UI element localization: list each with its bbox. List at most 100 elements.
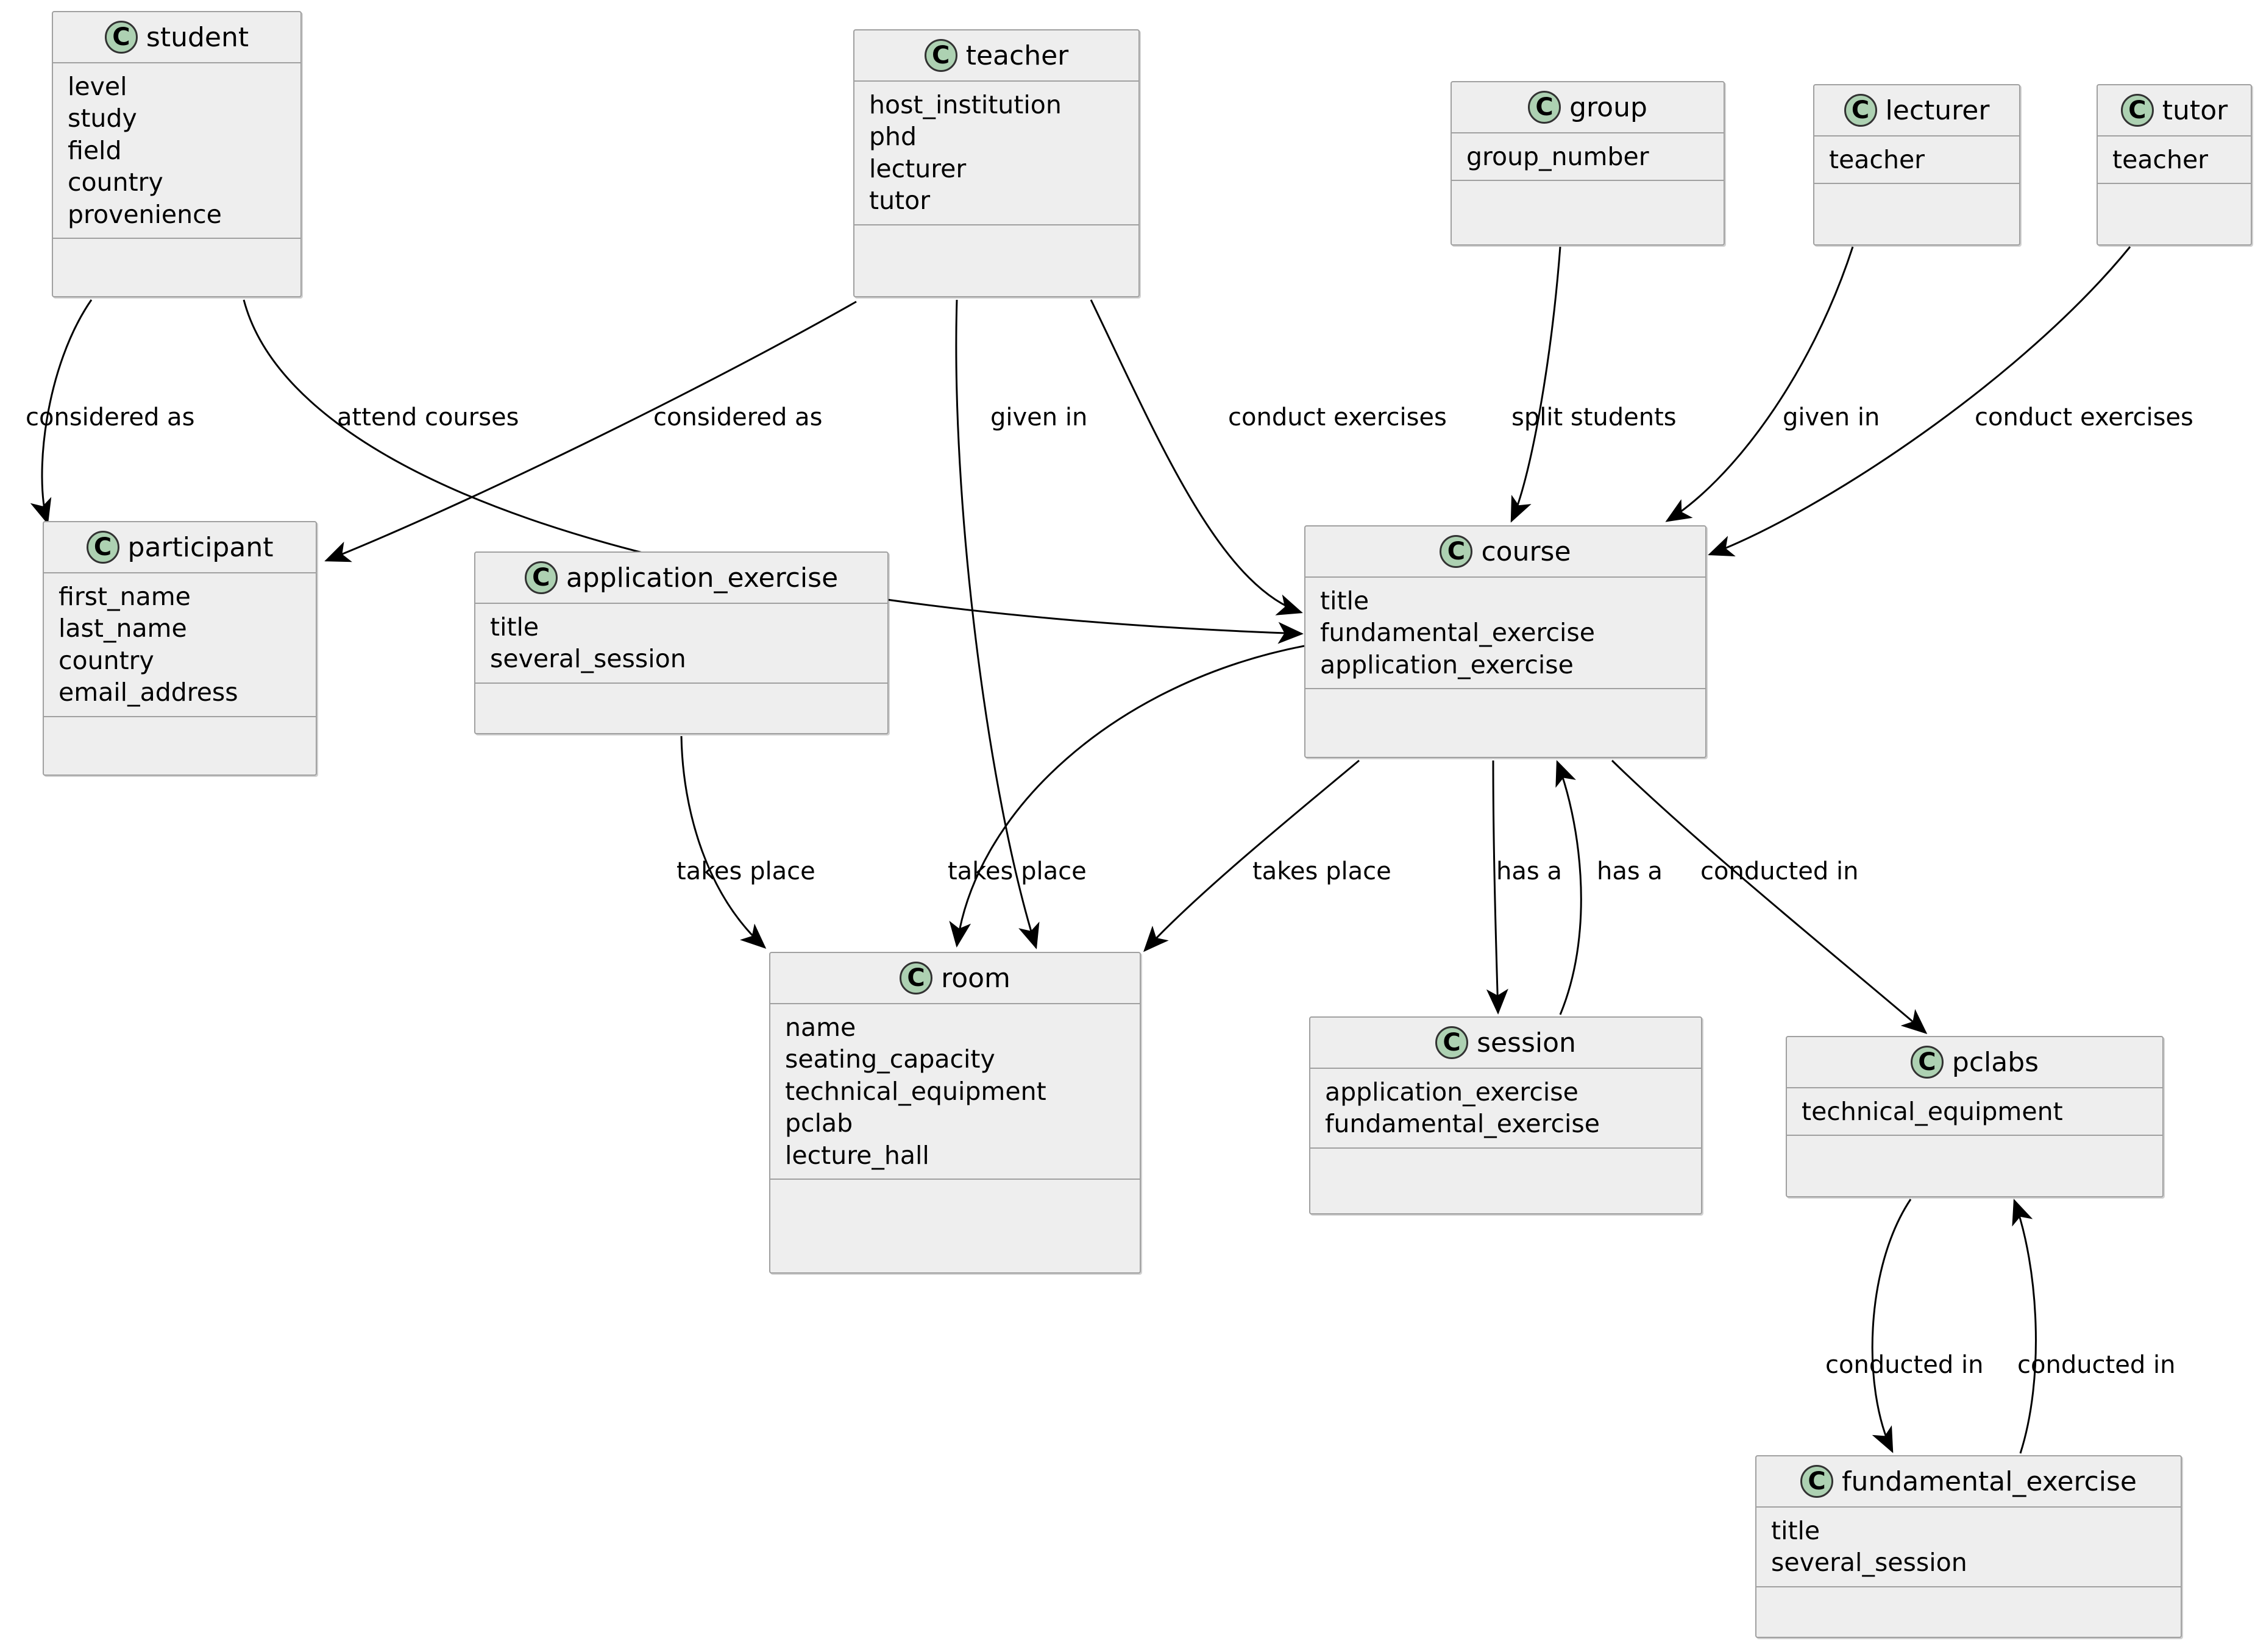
- class-marker-icon: C: [1440, 535, 1473, 568]
- class-methods-section: [770, 1180, 1140, 1204]
- edge-label: conducted in: [1700, 857, 1859, 885]
- edge-label: split students: [1511, 403, 1677, 431]
- class-attributes-lecturer: teacher: [1814, 136, 2019, 183]
- class-attribute: lecturer: [869, 154, 967, 183]
- class-section-divider: [770, 1003, 1140, 1004]
- class-attribute: host_institution: [869, 90, 1062, 119]
- class-marker-icon: C: [900, 962, 933, 994]
- edge-label: considered as: [653, 403, 823, 431]
- class-methods-section: [475, 684, 887, 708]
- class-attribute: field: [68, 135, 122, 165]
- edge-label: given in: [1783, 403, 1880, 431]
- class-methods-section: [1756, 1587, 2181, 1612]
- edge-label: takes place: [676, 857, 815, 885]
- class-marker-icon: C: [1528, 91, 1561, 124]
- class-attribute: tutor: [869, 186, 931, 216]
- class-attributes-tutor: teacher: [2098, 136, 2251, 183]
- class-attribute: title: [490, 612, 539, 642]
- class-attributes-group: group_number: [1452, 133, 1724, 180]
- edge-label: attend courses: [337, 403, 519, 431]
- class-name-label: lecturer: [1885, 94, 1990, 126]
- class-section-divider: [1452, 180, 1724, 182]
- class-name-label: fundamental_exercise: [1842, 1466, 2137, 1497]
- class-section-divider: [1305, 688, 1705, 690]
- class-attribute: name: [785, 1013, 856, 1042]
- class-attribute: teacher: [1829, 145, 1925, 174]
- class-marker-icon: C: [86, 531, 119, 564]
- class-name-label: course: [1481, 536, 1571, 567]
- class-section-divider: [1756, 1506, 2181, 1508]
- edge-label: takes place: [1252, 857, 1391, 885]
- edge-application_exercise-to-room: [680, 736, 767, 949]
- class-section-divider: [1452, 132, 1724, 133]
- class-attribute: several_session: [1771, 1548, 1967, 1578]
- edge-pclabs-to-fundamental_exercise: [1871, 1199, 1912, 1453]
- class-section-divider: [2098, 183, 2251, 185]
- edge-course-to-room: [1143, 759, 1360, 952]
- class-section-divider: [854, 80, 1138, 82]
- edge-label: takes place: [948, 857, 1087, 885]
- edge-fundamental_exercise-to-pclabs: [2012, 1199, 2037, 1454]
- class-attribute: first_name: [59, 582, 191, 611]
- class-name-label: application_exercise: [566, 562, 839, 594]
- edge-label: conducted in: [2017, 1351, 2176, 1379]
- class-attribute: phd: [869, 122, 917, 152]
- class-name-label: room: [941, 962, 1010, 994]
- edge-course-to-session: [1486, 760, 1508, 1015]
- class-marker-icon: C: [1910, 1046, 1944, 1079]
- class-attribute: study: [68, 104, 137, 133]
- class-attribute: group_number: [1466, 142, 1649, 171]
- class-attribute: seating_capacity: [785, 1044, 995, 1074]
- edge-label: conduct exercises: [1228, 403, 1447, 431]
- class-attribute: technical_equipment: [785, 1076, 1046, 1106]
- class-methods-section: [1787, 1136, 2162, 1160]
- class-section-divider: [53, 238, 300, 239]
- class-attribute: title: [1771, 1516, 1820, 1545]
- class-methods-section: [1310, 1149, 1701, 1173]
- class-methods-section: [2098, 184, 2251, 208]
- class-attribute: application_exercise: [1320, 650, 1574, 679]
- edge-teacher-to-participant: [324, 300, 857, 562]
- edge-label: has a: [1496, 857, 1562, 885]
- class-attributes-fundamental_exercise: title several_session: [1756, 1508, 2181, 1586]
- edge-session-to-course: [1555, 760, 1582, 1015]
- class-section-divider: [1787, 1135, 2162, 1136]
- class-methods-section: [1305, 689, 1705, 714]
- class-marker-icon: C: [1800, 1465, 1833, 1498]
- class-attribute: application_exercise: [1325, 1077, 1578, 1107]
- class-attribute: technical_equipment: [1802, 1097, 2063, 1126]
- edge-teacher-to-course: [1090, 299, 1303, 615]
- edge-label: considered as: [26, 403, 195, 431]
- class-section-divider: [1814, 183, 2019, 185]
- class-section-divider: [44, 715, 316, 717]
- class-section-divider: [770, 1179, 1140, 1180]
- class-attribute: several_session: [490, 644, 686, 674]
- class-attribute: teacher: [2112, 145, 2209, 174]
- edge-label: given in: [990, 403, 1088, 431]
- class-section-divider: [1814, 135, 2019, 136]
